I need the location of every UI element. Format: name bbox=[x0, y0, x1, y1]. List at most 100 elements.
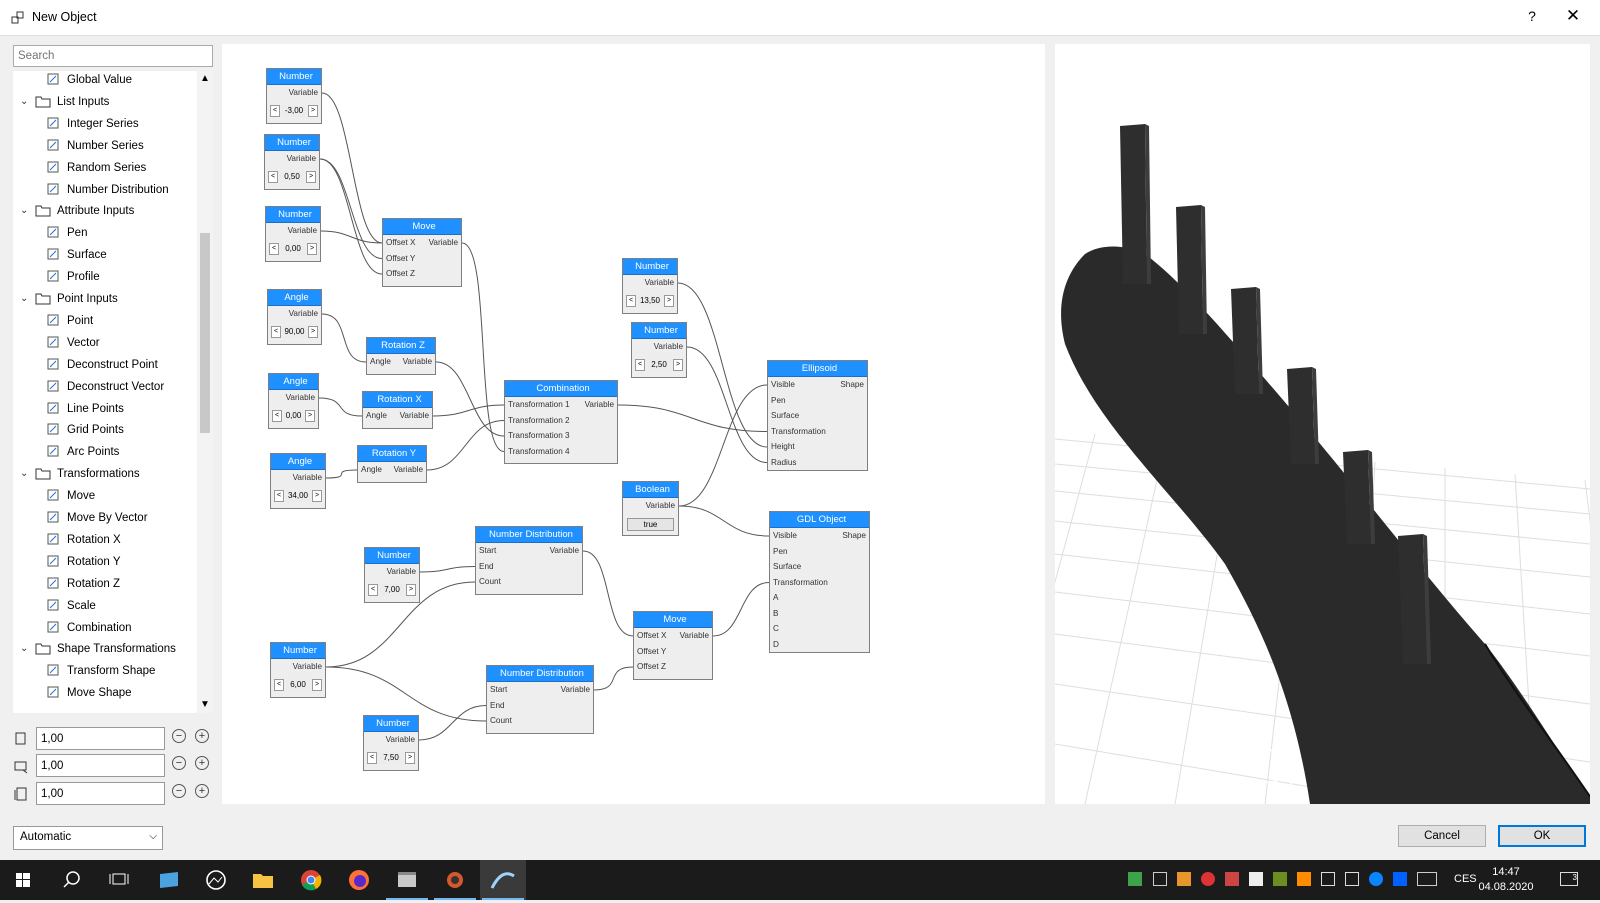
decrement-button[interactable]: < bbox=[268, 170, 278, 183]
size-y-decrease-button[interactable]: − bbox=[172, 756, 186, 770]
tree-item-shape-transformations[interactable]: ⌄Shape Transformations bbox=[20, 639, 176, 659]
increment-button[interactable]: > bbox=[406, 583, 416, 596]
output-port-label[interactable]: Variable bbox=[285, 393, 315, 402]
decrement-button[interactable]: < bbox=[272, 409, 282, 422]
tree-item-pen[interactable]: Pen bbox=[45, 223, 87, 243]
tree-item-surface[interactable]: Surface bbox=[45, 245, 107, 265]
increment-button[interactable]: > bbox=[306, 170, 316, 183]
tree-item-line-points[interactable]: Line Points bbox=[45, 399, 124, 419]
input-port-label[interactable]: Angle bbox=[370, 357, 391, 366]
number-value[interactable]: 2,50 bbox=[647, 358, 671, 371]
input-port-label[interactable]: Angle bbox=[366, 411, 387, 420]
tray-icon-7[interactable] bbox=[1273, 872, 1287, 886]
tree-item-number-series[interactable]: Number Series bbox=[45, 136, 144, 156]
node-header[interactable]: Boolean bbox=[623, 482, 678, 498]
tree-item-vector[interactable]: Vector bbox=[45, 333, 100, 353]
output-port-label[interactable]: Shape bbox=[842, 531, 866, 540]
number-value[interactable]: 6,00 bbox=[286, 678, 310, 691]
output-port-label[interactable]: Variable bbox=[292, 662, 322, 671]
output-port-label[interactable]: Variable bbox=[584, 400, 614, 409]
close-button[interactable]: ✕ bbox=[1565, 6, 1581, 25]
input-port-label[interactable]: Offset Z bbox=[386, 269, 415, 278]
number-value[interactable]: 7,00 bbox=[380, 583, 404, 596]
input-port-label[interactable]: Offset X bbox=[386, 238, 416, 247]
tree-item-profile[interactable]: Profile bbox=[45, 267, 100, 287]
node-header[interactable]: Number bbox=[271, 643, 325, 659]
input-port-label[interactable]: Transformation 3 bbox=[508, 431, 570, 440]
scroll-up-icon[interactable]: ▲ bbox=[200, 73, 210, 84]
size-y-field[interactable] bbox=[36, 754, 165, 777]
dropbox-icon[interactable] bbox=[1393, 872, 1407, 886]
decrement-button[interactable]: < bbox=[269, 242, 279, 255]
input-port-label[interactable]: Height bbox=[771, 442, 795, 451]
tree-item-global-value[interactable]: Global Value bbox=[45, 71, 132, 90]
tree-item-number-distribution[interactable]: Number Distribution bbox=[45, 180, 169, 200]
network-icon[interactable] bbox=[1345, 872, 1359, 886]
number-value[interactable]: 90,00 bbox=[283, 325, 306, 338]
input-port-label[interactable]: Offset Z bbox=[637, 662, 666, 671]
tree-item-arc-points[interactable]: Arc Points bbox=[45, 442, 119, 462]
tray-icon-8[interactable] bbox=[1297, 872, 1311, 886]
input-port-label[interactable]: Offset Y bbox=[637, 646, 667, 656]
tree-item-transform-shape[interactable]: Transform Shape bbox=[45, 661, 155, 681]
taskbar-firefox[interactable] bbox=[336, 860, 382, 900]
search-input[interactable] bbox=[13, 45, 213, 67]
taskbar-app-2[interactable] bbox=[193, 860, 239, 900]
input-port-label[interactable]: Radius bbox=[771, 457, 797, 467]
size-z-field[interactable] bbox=[36, 782, 165, 805]
node-header[interactable]: Number bbox=[365, 548, 419, 564]
tree-item-rotation-y[interactable]: Rotation Y bbox=[45, 552, 121, 572]
number-value[interactable]: 0,00 bbox=[284, 409, 303, 422]
increment-button[interactable]: > bbox=[307, 242, 317, 255]
node-header[interactable]: Number Distribution bbox=[476, 527, 582, 543]
ok-button[interactable]: OK bbox=[1498, 825, 1586, 847]
tree-item-move[interactable]: Move bbox=[45, 486, 95, 506]
decrement-button[interactable]: < bbox=[626, 294, 636, 307]
node-header[interactable]: Number bbox=[266, 207, 320, 223]
node-header[interactable]: Angle bbox=[269, 374, 318, 390]
input-port-label[interactable]: Pen bbox=[773, 546, 788, 556]
tree-item-attribute-inputs[interactable]: ⌄Attribute Inputs bbox=[20, 201, 134, 221]
output-port-label[interactable]: Variable bbox=[288, 88, 318, 97]
output-port-label[interactable]: Variable bbox=[399, 411, 429, 420]
tree-item-scale[interactable]: Scale bbox=[45, 596, 96, 616]
output-port-label[interactable]: Variable bbox=[286, 154, 316, 163]
input-port-label[interactable]: End bbox=[490, 700, 505, 710]
node-header[interactable]: Number Distribution bbox=[487, 666, 593, 682]
output-port-label[interactable]: Variable bbox=[385, 735, 415, 744]
output-port-label[interactable]: Variable bbox=[428, 238, 458, 247]
input-port-label[interactable]: Transformation bbox=[771, 426, 826, 436]
language-indicator[interactable]: CES bbox=[1454, 873, 1477, 885]
chevron-down-icon[interactable]: ⌄ bbox=[20, 293, 29, 304]
tray-icon-2[interactable] bbox=[1153, 872, 1167, 886]
number-value[interactable]: 7,50 bbox=[379, 751, 403, 764]
volume-icon[interactable] bbox=[1321, 872, 1335, 886]
increment-button[interactable]: > bbox=[664, 294, 674, 307]
tray-icon-11[interactable] bbox=[1369, 872, 1383, 886]
input-port-label[interactable]: Angle bbox=[361, 465, 382, 474]
input-port-label[interactable]: Count bbox=[490, 716, 512, 725]
output-port-label[interactable]: Variable bbox=[644, 278, 674, 287]
tree-item-list-inputs[interactable]: ⌄List Inputs bbox=[20, 92, 109, 112]
input-port-label[interactable]: Offset Y bbox=[386, 253, 416, 263]
decrement-button[interactable]: < bbox=[367, 751, 377, 764]
output-port-label[interactable]: Variable bbox=[560, 685, 590, 694]
tree-item-rotation-z[interactable]: Rotation Z bbox=[45, 574, 120, 594]
tree-item-move-shape[interactable]: Move Shape bbox=[45, 683, 132, 703]
input-port-label[interactable]: Surface bbox=[773, 562, 802, 571]
chevron-down-icon[interactable]: ⌄ bbox=[20, 95, 29, 107]
output-port-label[interactable]: Variable bbox=[645, 501, 675, 510]
